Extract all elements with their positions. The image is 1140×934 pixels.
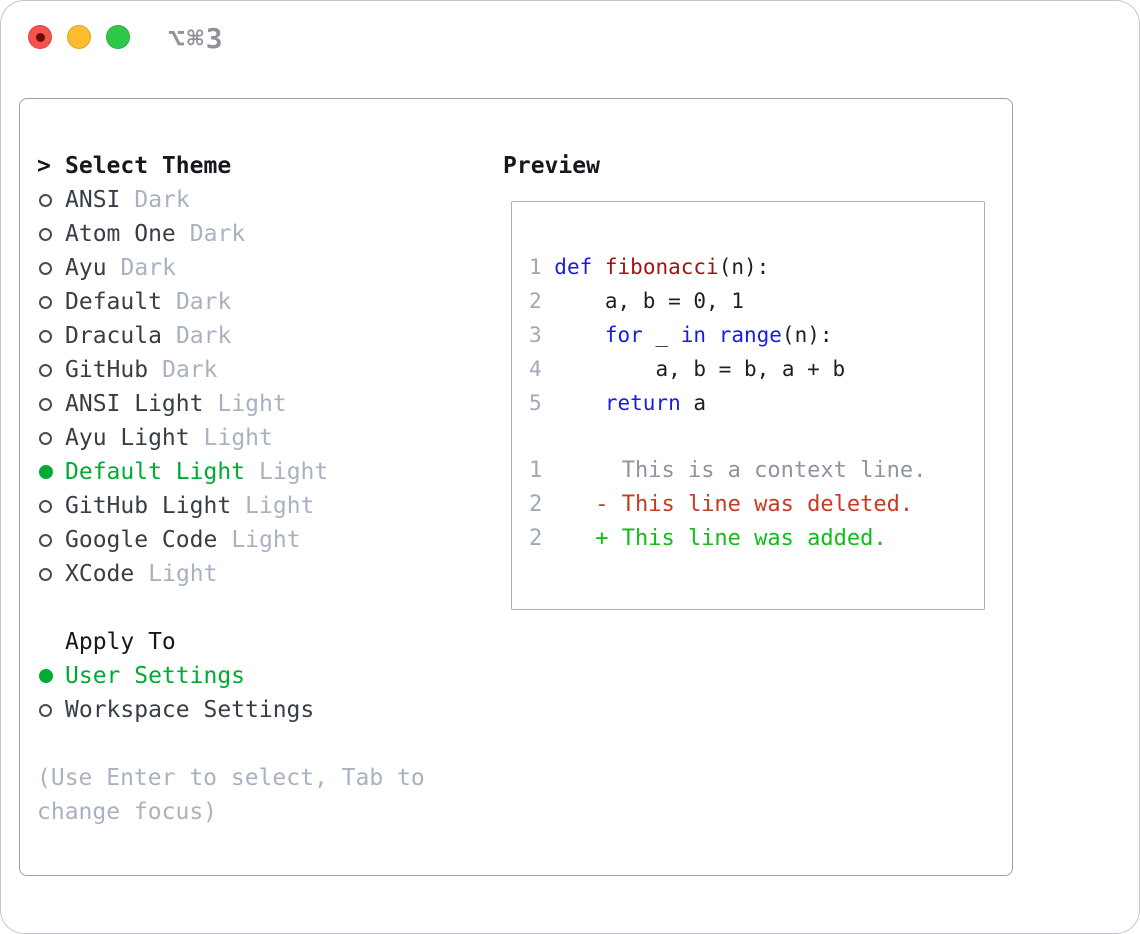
code-line: 2 + This line was added. (529, 526, 887, 551)
theme-item-name: Google Code (65, 527, 218, 553)
radio-icon (39, 329, 52, 343)
theme-item[interactable]: GitHub Light Light (37, 489, 503, 523)
code-line: 4 a, b = b, a + b (529, 357, 846, 381)
code-sample: 1 def fibonacci(n): 2 a, b = 0, 1 3 for _ … (529, 250, 976, 420)
theme-item[interactable]: Ayu Dark (37, 251, 503, 285)
preview-title: Preview (503, 153, 600, 179)
code-line: 2 - This line was deleted. (529, 492, 914, 517)
help-text: (Use Enter to select, Tab to change focu… (37, 765, 425, 825)
apply-to-option[interactable]: Workspace Settings (37, 693, 503, 727)
radio-icon (39, 465, 53, 479)
code-line: 3 for _ in range(n): (529, 323, 833, 347)
apply-to-header: Apply To (37, 625, 503, 659)
theme-item-tag: Dark (120, 255, 176, 281)
zoom-button[interactable] (106, 25, 130, 49)
apply-to-list: User Settings Workspace Settings (37, 659, 503, 727)
theme-item-tag: Dark (175, 323, 232, 349)
apply-to-option-label: User Settings (65, 663, 246, 689)
theme-item-tag: Light (231, 527, 301, 553)
minimize-button[interactable] (67, 25, 91, 49)
theme-item[interactable]: Dracula Dark (37, 319, 503, 353)
apply-to-option[interactable]: User Settings (37, 659, 503, 693)
theme-item-name: GitHub Light (65, 493, 232, 519)
theme-item[interactable]: XCode Light (37, 557, 503, 591)
theme-item[interactable]: GitHub Dark (37, 353, 503, 387)
theme-item[interactable]: Default Dark (37, 285, 503, 319)
theme-list: ANSI Dark Atom One Dark Ayu Dark Default… (37, 183, 503, 591)
theme-item[interactable]: Atom One Dark (37, 217, 503, 251)
apply-to-title: Apply To (65, 629, 176, 655)
preview-box: 1 def fibonacci(n): 2 a, b = 0, 1 3 for _ … (511, 201, 985, 610)
theme-item-name: Ayu Light (65, 425, 190, 451)
select-theme-title: Select Theme (65, 153, 232, 179)
theme-item-tag: Dark (175, 289, 232, 315)
radio-icon (39, 397, 52, 411)
close-button[interactable] (28, 25, 52, 49)
theme-item-tag: Light (245, 493, 315, 519)
code-line: 5 return a (529, 391, 707, 415)
code-line: 1 This is a context line. (529, 458, 927, 483)
theme-item-name: Atom One (65, 221, 176, 247)
apply-to-option-label: Workspace Settings (65, 697, 315, 723)
code-line: 2 a, b = 0, 1 (529, 289, 744, 313)
code-line: 1 def fibonacci(n): (529, 255, 770, 279)
radio-icon (39, 703, 52, 717)
theme-item-name: Dracula (65, 323, 162, 349)
titlebar: ⌥⌘3 (0, 0, 1140, 76)
diff-sample: 1 This is a context line. 2 - This line w… (529, 454, 976, 556)
window-shortcut-label: ⌥⌘3 (168, 22, 225, 55)
radio-icon (39, 295, 52, 309)
theme-item-tag: Light (259, 459, 329, 485)
theme-item[interactable]: Ayu Light Light (37, 421, 503, 455)
radio-icon (39, 431, 52, 445)
unsaved-indicator-icon (35, 32, 45, 42)
radio-icon (39, 261, 52, 275)
theme-item-tag: Light (203, 425, 273, 451)
radio-icon (39, 227, 52, 241)
theme-item-name: Ayu (65, 255, 107, 281)
theme-item-name: Default (65, 289, 162, 315)
theme-item-name: Default Light (65, 459, 246, 485)
theme-item-name: ANSI (65, 187, 121, 213)
theme-item-tag: Light (217, 391, 287, 417)
prompt-icon: > (37, 153, 51, 179)
theme-item-tag: Light (148, 561, 218, 587)
select-theme-header: > Select Theme (37, 149, 503, 183)
theme-item[interactable]: ANSI Light Light (37, 387, 503, 421)
theme-item-tag: Dark (134, 187, 190, 213)
radio-icon (39, 533, 52, 547)
theme-item-name: ANSI Light (65, 391, 204, 417)
radio-icon (39, 499, 52, 513)
theme-selector-pane: > Select Theme ANSI Dark Atom One Dark A… (37, 149, 503, 875)
theme-item-tag: Dark (189, 221, 246, 247)
preview-pane: Preview 1 def fibonacci(n): 2 a, b = 0, 1… (503, 149, 1012, 875)
radio-icon (39, 193, 52, 207)
theme-item-tag: Dark (162, 357, 218, 383)
main-panel: > Select Theme ANSI Dark Atom One Dark A… (19, 98, 1013, 876)
radio-icon (39, 363, 52, 377)
radio-icon (39, 567, 52, 581)
radio-icon (39, 669, 53, 683)
theme-item-name: XCode (65, 561, 135, 587)
apply-to-section: Apply To User Settings Workspace Setting… (37, 625, 503, 727)
theme-item-name: GitHub (65, 357, 149, 383)
theme-item[interactable]: ANSI Dark (37, 183, 503, 217)
theme-item[interactable]: Default Light Light (37, 455, 503, 489)
theme-item[interactable]: Google Code Light (37, 523, 503, 557)
